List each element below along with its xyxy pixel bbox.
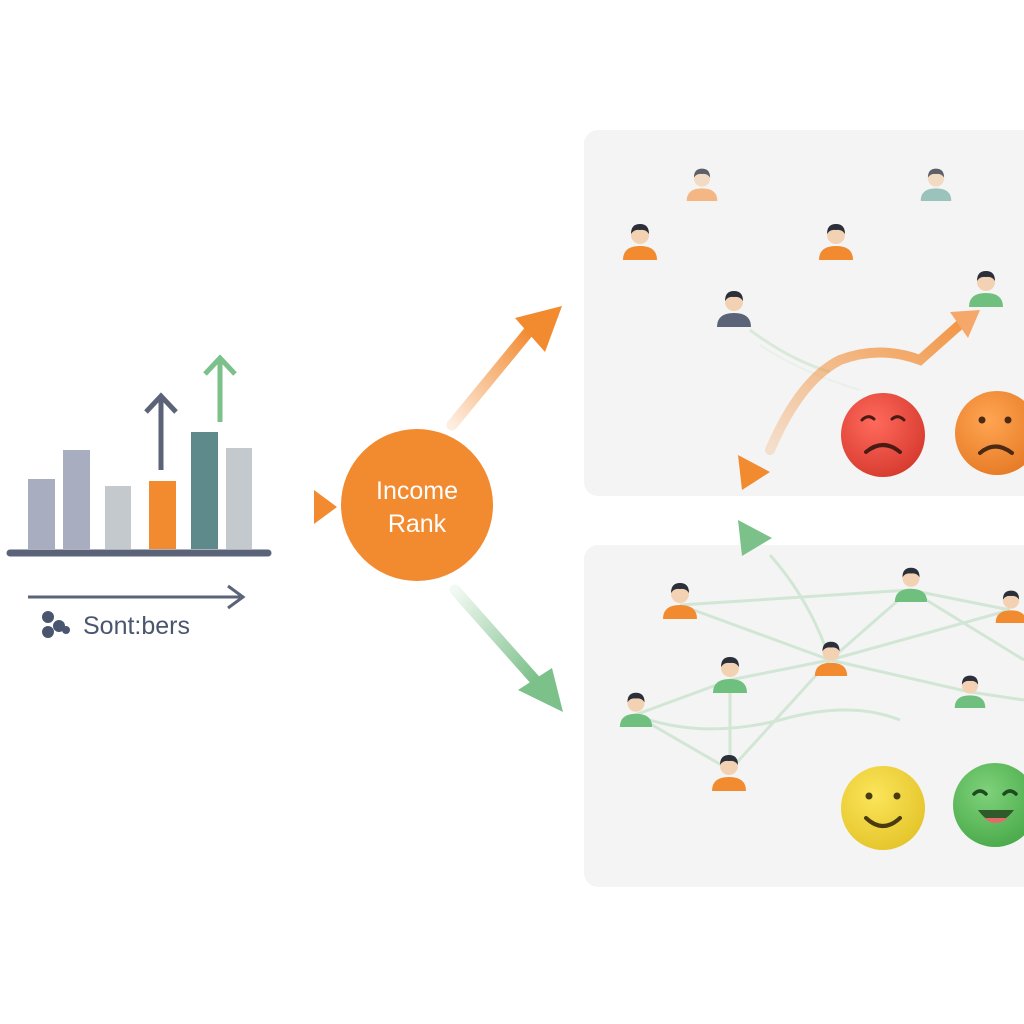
- smile-yellow-face-icon: [841, 766, 925, 850]
- bar: [191, 432, 218, 549]
- arrow-right-orange: [515, 455, 770, 490]
- input-arrow: [270, 490, 337, 524]
- legend: Sont:bers: [28, 584, 246, 640]
- hub-label-line2: Rank: [388, 510, 447, 538]
- bar: [149, 481, 176, 549]
- bar: [105, 486, 131, 549]
- hub-label-line1: Income: [376, 477, 458, 505]
- arrow-right-green: [520, 520, 772, 556]
- bar: [226, 448, 252, 549]
- top-network: [623, 168, 1024, 477]
- bar: [28, 479, 55, 549]
- sad-red-face-icon: [841, 393, 925, 477]
- legend-label: Sont:bers: [83, 612, 190, 640]
- cluster-icon: [42, 611, 70, 638]
- top-panel: [584, 130, 1024, 452]
- arrow-down-green: [449, 584, 563, 712]
- bar-chart-icon: [6, 354, 272, 557]
- green-up-arrow-icon: [203, 354, 237, 422]
- sad-orange-face-icon: [955, 391, 1024, 475]
- grin-green-face-icon: [953, 763, 1024, 847]
- bottom-network: [619, 554, 1024, 850]
- income-rank-node: Income Rank: [341, 429, 493, 581]
- slate-up-arrow-icon: [144, 392, 178, 470]
- legend-arrow-icon: [28, 584, 246, 610]
- arrow-up-orange: [446, 306, 562, 431]
- bar: [63, 450, 90, 549]
- upward-trend-curve: [765, 315, 970, 455]
